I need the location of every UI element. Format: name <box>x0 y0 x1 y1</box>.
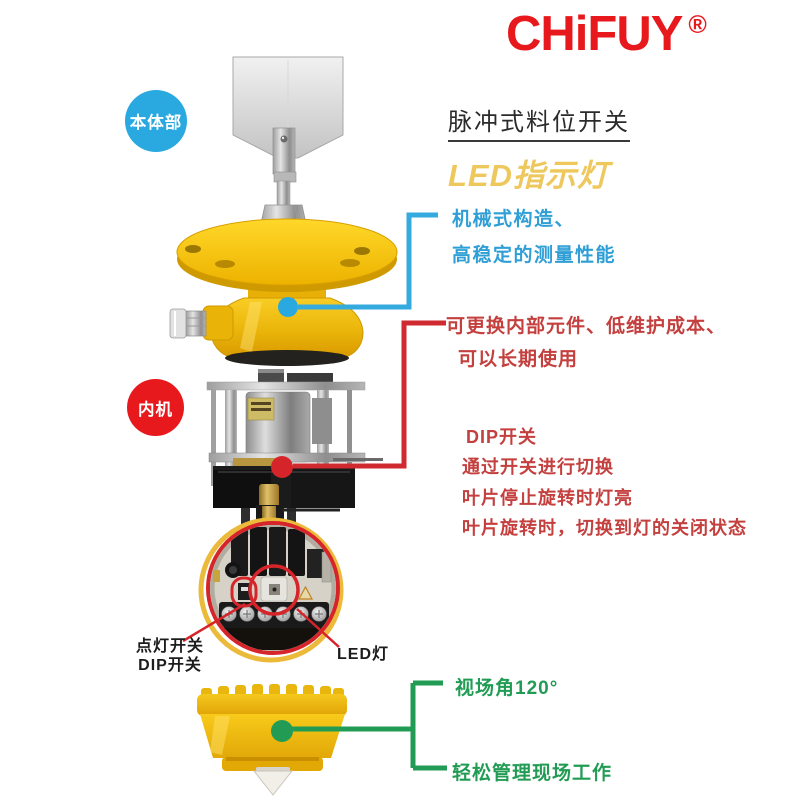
callout-replaceable-line1: 可更换内部元件、低维护成本、 <box>446 316 727 337</box>
red-callout-line <box>293 320 446 469</box>
inner-mechanism <box>206 369 383 530</box>
green-callout-line <box>292 680 447 771</box>
cable-gland <box>169 308 207 339</box>
pcb-view <box>182 517 344 663</box>
blue-callout-dot <box>278 297 298 317</box>
callout-dip-line3: 叶片停止旋转时灯亮 <box>462 488 633 508</box>
switch-label-line1: 点灯开关 <box>135 638 204 655</box>
sensor-cone <box>252 770 294 796</box>
callout-view-angle: 视场角120° <box>455 678 559 699</box>
paddle-blade-assembly <box>232 56 344 229</box>
callout-connectors <box>271 212 447 771</box>
led-highlight-ring <box>248 564 300 616</box>
badge-main-body: 本体部 <box>125 90 187 152</box>
brand-logo: CHiFUY® <box>506 6 707 62</box>
switch-label-line2: DIP开关 <box>138 657 202 674</box>
switch-pointer-line <box>182 602 246 643</box>
callout-mechanical-line1: 机械式构造、 <box>452 209 576 230</box>
callout-dip-line4: 叶片旋转时，切换到灯的关闭状态 <box>462 518 747 538</box>
led-component <box>260 576 288 602</box>
badge-inner-unit: 内机 <box>127 379 184 436</box>
bottom-cover <box>197 684 347 796</box>
page-title: 脉冲式料位开关 <box>448 102 630 142</box>
callout-dip-line2: 通过开关进行切换 <box>462 457 614 477</box>
led-indicator-heading: LED指示灯 <box>448 158 609 193</box>
callout-management: 轻松管理现场工作 <box>452 763 613 784</box>
callout-replaceable-line2: 可以长期使用 <box>458 349 579 370</box>
blue-callout-line <box>298 212 438 310</box>
switch-label: 点灯开关 DIP开关 <box>122 637 218 675</box>
red-callout-dot <box>271 456 293 478</box>
registered-mark: ® <box>688 11 706 39</box>
callout-mechanical-line2: 高稳定的测量性能 <box>452 245 617 266</box>
warning-triangle-icon <box>297 585 314 600</box>
led-pointer-line <box>296 608 340 648</box>
green-callout-dot <box>271 720 293 742</box>
housing-body <box>169 218 398 366</box>
callout-dip-line1: DIP开关 <box>466 427 538 447</box>
led-label: LED灯 <box>337 646 390 663</box>
brand-name: CHiFUY <box>506 7 683 61</box>
